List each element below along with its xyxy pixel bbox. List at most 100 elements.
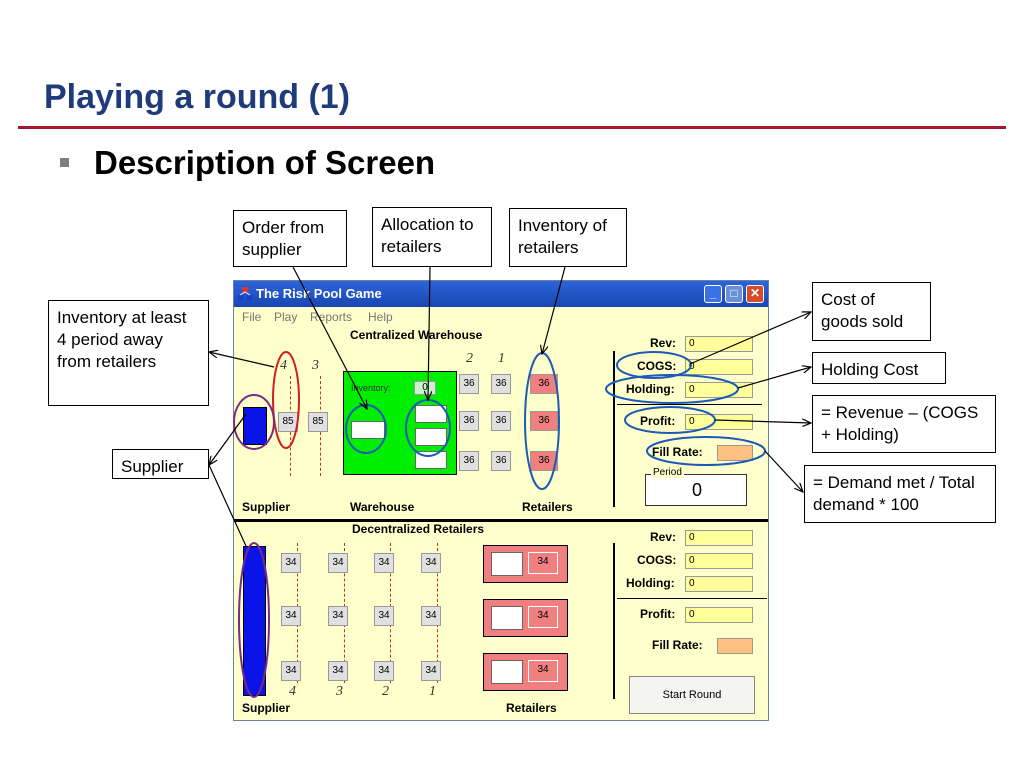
window-title: The Risk Pool Game — [256, 286, 382, 301]
callout-fill-rate-formula: = Demand met / Total demand * 100 — [804, 465, 996, 523]
transit-cell: 36 — [459, 411, 479, 431]
fill-rate-label: Fill Rate: — [652, 638, 703, 652]
highlight-ellipse — [345, 404, 387, 454]
callout-inventory-retailers: Inventory of retailers — [509, 208, 627, 267]
highlight-ellipse — [605, 374, 739, 404]
decentral-pipeline-cell: 34 — [421, 553, 441, 573]
decentral-number-4: 4 — [289, 684, 296, 699]
highlight-ellipse — [616, 351, 692, 379]
transit-cell: 36 — [491, 374, 511, 394]
fill-rate-value — [717, 445, 753, 461]
menu-play[interactable]: Play — [274, 310, 298, 324]
supplier-block — [243, 407, 267, 445]
rev-label: Rev: — [650, 336, 677, 350]
callout-arrow — [542, 266, 566, 354]
retailer-order-input-1[interactable] — [491, 552, 523, 576]
highlight-ellipse — [405, 399, 451, 457]
pipeline-number-1: 1 — [498, 351, 505, 366]
metrics-divider — [613, 543, 615, 699]
app-logo-icon — [238, 287, 252, 301]
decentral-pipeline-cell: 34 — [374, 553, 394, 573]
highlight-ellipse — [272, 351, 300, 449]
decentral-number-3: 3 — [336, 684, 343, 699]
retailer-inventory-cell: 36 — [530, 374, 558, 394]
profit-rule — [617, 404, 762, 405]
callout-profit-formula: = Revenue – (COGS + Holding) — [812, 395, 996, 453]
callout-order-from-supplier: Order from supplier — [233, 210, 347, 267]
centralized-heading: Centralized Warehouse — [350, 328, 483, 342]
decentral-number-1: 1 — [429, 684, 436, 699]
window-titlebar[interactable]: The Risk Pool Game _ □ ✕ — [234, 281, 768, 307]
allocation-input-2[interactable] — [415, 428, 447, 446]
pipeline-number-2: 2 — [466, 351, 473, 366]
callout-arrow — [209, 352, 275, 368]
callout-inventory-4-period: Inventory at least 4 period away from re… — [48, 300, 209, 406]
retailer-order-input-3[interactable] — [491, 660, 523, 684]
risk-pool-game-window: The Risk Pool Game _ □ ✕ File Play Repor… — [233, 280, 769, 721]
decentral-pipeline-cell: 34 — [328, 661, 348, 681]
profit-label: Profit: — [640, 607, 676, 621]
menu-file[interactable]: File — [242, 310, 262, 324]
section-divider — [234, 519, 768, 522]
transit-cell: 36 — [459, 374, 479, 394]
highlight-ellipse — [624, 406, 716, 434]
order-input[interactable] — [351, 421, 385, 439]
highlight-ellipse — [238, 542, 270, 698]
minimize-button[interactable]: _ — [704, 285, 722, 303]
holding-label: Holding: — [626, 382, 675, 396]
menu-bar: File Play Reports Help — [234, 307, 768, 327]
highlight-ellipse — [646, 436, 766, 466]
retailer-inventory-cell: 34 — [528, 606, 558, 628]
metrics-divider — [613, 351, 615, 507]
callout-arrow — [428, 266, 430, 400]
inventory-label: Inventory: — [351, 383, 391, 393]
decentral-number-2: 2 — [382, 684, 389, 699]
callout-arrow — [689, 312, 811, 365]
supplier-block-decentralized — [243, 546, 266, 696]
transit-cell: 36 — [459, 451, 479, 471]
profit-value: 0 — [685, 414, 753, 430]
supplier-pipeline-cell: 85 — [308, 412, 328, 432]
fill-rate-label: Fill Rate: — [652, 445, 703, 459]
bullet-text: Description of Screen — [94, 144, 436, 181]
holding-label: Holding: — [626, 576, 675, 590]
transit-cell: 36 — [491, 451, 511, 471]
decentral-pipeline-cell: 34 — [421, 606, 441, 626]
fill-rate-value — [717, 638, 753, 654]
profit-label: Profit: — [640, 414, 676, 428]
retailer-inventory-cell: 34 — [528, 660, 558, 682]
callout-cost-of-goods: Cost of goods sold — [812, 282, 931, 341]
decentral-pipeline-cell: 34 — [281, 661, 301, 681]
maximize-button[interactable]: □ — [725, 285, 743, 303]
retailer-inventory-cell: 36 — [530, 411, 558, 431]
menu-help[interactable]: Help — [368, 310, 393, 324]
close-button[interactable]: ✕ — [746, 285, 764, 303]
cogs-label: COGS: — [637, 359, 677, 373]
bullet-square-icon — [60, 158, 69, 167]
supplier-label: Supplier — [242, 500, 291, 514]
highlight-ellipse — [233, 394, 275, 450]
start-round-button[interactable]: Start Round — [629, 676, 755, 714]
callout-allocation: Allocation to retailers — [372, 207, 492, 267]
decentral-pipeline-cell: 34 — [421, 661, 441, 681]
decentral-pipeline-cell: 34 — [328, 606, 348, 626]
holding-value: 0 — [685, 576, 753, 592]
callout-arrow — [764, 450, 803, 492]
retailer-order-input-2[interactable] — [491, 606, 523, 630]
retailer-inventory-cell: 34 — [528, 552, 558, 574]
pipeline-number-3: 3 — [312, 358, 319, 373]
decentral-pipeline-cell: 34 — [281, 553, 301, 573]
supplier-label-decentralized: Supplier — [242, 701, 291, 715]
period-label: Period — [651, 467, 684, 478]
profit-rule — [617, 598, 767, 599]
decentral-pipeline-cell: 34 — [374, 661, 394, 681]
decentral-pipeline-cell: 34 — [281, 606, 301, 626]
callout-supplier: Supplier — [112, 449, 209, 479]
highlight-ellipse — [524, 352, 560, 490]
retailers-label: Retailers — [522, 500, 573, 514]
retailers-label-decentralized: Retailers — [506, 701, 557, 715]
cogs-value: 0 — [685, 553, 753, 569]
callout-arrow — [209, 413, 247, 465]
warehouse-label: Warehouse — [350, 500, 415, 514]
